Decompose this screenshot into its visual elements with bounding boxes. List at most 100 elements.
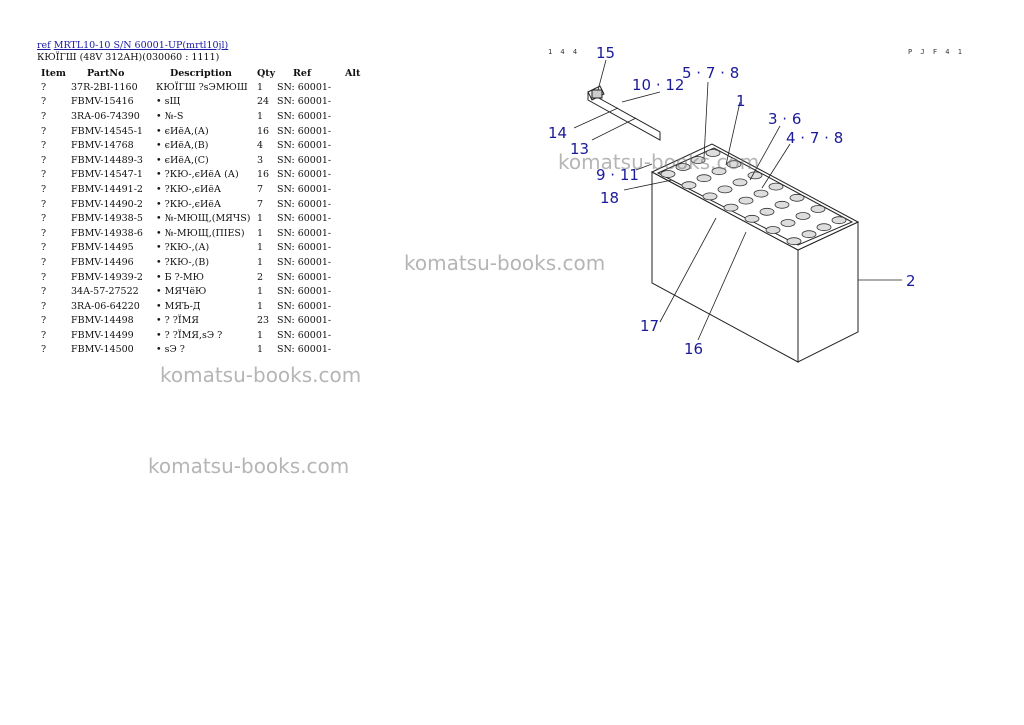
row-partno: FBMV-14498 <box>71 315 134 327</box>
row-partno: FBMV-14489-3 <box>71 154 143 166</box>
callout-13: 13 <box>570 140 589 158</box>
cell-terminal <box>801 230 817 239</box>
row-partno: FBMV-14495 <box>71 242 134 254</box>
row-qty: 23 <box>257 315 270 327</box>
row-ref: SN: 60001- <box>277 271 332 283</box>
row-alt <box>345 95 365 110</box>
col-alt: Alt <box>345 67 361 79</box>
row-description: • №-МЮЩ,(МЯЧS) <box>156 213 251 225</box>
row-description: • єИёА,(А) <box>156 125 209 137</box>
row-item: ? <box>41 96 47 108</box>
model-link[interactable]: MRTL10-10 S/N 60001-UP(mrtl10jl) <box>53 40 229 51</box>
row-qty: 1 <box>257 256 264 268</box>
col-ref: Ref <box>293 67 312 79</box>
callout-18: 18 <box>600 189 619 207</box>
cell-terminal <box>711 167 727 176</box>
row-ref: SN: 60001- <box>277 169 332 181</box>
row-item: ? <box>41 110 47 122</box>
row-description: • ? ?ЇМЯ <box>156 315 199 327</box>
row-item: ? <box>41 227 47 239</box>
cell-terminal <box>786 237 802 246</box>
row-ref: SN: 60001- <box>277 242 332 254</box>
row-alt <box>345 270 365 285</box>
row-description: • sЭ ? <box>156 344 185 356</box>
row-qty: 1 <box>257 329 264 341</box>
ref-link[interactable]: ref <box>37 40 51 51</box>
cell-terminal <box>789 193 805 202</box>
cell-terminal <box>702 192 718 201</box>
cell-terminal <box>738 196 754 205</box>
callout-10-12: 10 · 12 <box>632 76 684 94</box>
callout-4-7-8: 4 · 7 · 8 <box>786 129 843 147</box>
table-row: ? FBMV-14939-2 • Б ?-МЮ 2 SN: 60001- <box>37 270 365 285</box>
row-ref: SN: 60001- <box>277 256 332 268</box>
cell-terminal <box>705 149 721 157</box>
row-description: • єИёА,(В) <box>156 140 209 152</box>
row-partno: FBMV-14939-2 <box>71 271 143 283</box>
row-partno: FBMV-14547-1 <box>71 169 143 181</box>
row-description: • єИёА,(С) <box>156 154 209 166</box>
row-ref: SN: 60001- <box>277 344 332 356</box>
row-description: • №-S <box>156 110 184 122</box>
row-description: • ?КЮ-,єИёА <box>156 183 222 195</box>
row-item: ? <box>41 344 47 356</box>
cell-terminal <box>774 200 790 209</box>
callout-9-11: 9 · 11 <box>596 166 639 184</box>
row-description: • ?КЮ-,єИёА (А) <box>156 169 239 181</box>
row-partno: FBMV-14768 <box>71 140 134 152</box>
cell-terminal <box>765 226 781 234</box>
row-ref: SN: 60001- <box>277 286 332 298</box>
cell-terminal <box>690 156 706 164</box>
row-description: • ?КЮ-,(А) <box>156 242 210 254</box>
row-description: • ?КЮ-,єИёА <box>156 198 222 210</box>
table-row: ? FBMV-14489-3 • єИёА,(С) 3 SN: 60001- <box>37 153 365 168</box>
callout-14: 14 <box>548 124 567 142</box>
row-qty: 3 <box>257 154 264 166</box>
row-partno: FBMV-15416 <box>71 96 134 108</box>
row-alt <box>345 197 365 212</box>
row-item: ? <box>41 271 47 283</box>
row-alt <box>345 109 365 124</box>
row-item: ? <box>41 154 47 166</box>
row-ref: SN: 60001- <box>277 125 332 137</box>
parts-table: Item PartNo Description Qty Ref Alt ?37R… <box>37 66 365 357</box>
page-code-right: P J F 4 1 <box>908 48 964 56</box>
row-ref: SN: 60001- <box>277 315 332 327</box>
row-ref: SN: 60001- <box>277 140 332 152</box>
row-description: • Б ?-МЮ <box>156 271 204 283</box>
row-ref: SN: 60001- <box>277 300 332 312</box>
row-ref: SN: 60001- <box>277 198 332 210</box>
cell-terminal <box>795 212 811 220</box>
row-alt <box>345 168 365 183</box>
row-alt <box>345 314 365 329</box>
row-qty: 1 <box>257 300 264 312</box>
cell-terminal <box>732 178 748 187</box>
row-ref: SN: 60001- <box>277 154 332 166</box>
row-partno: 34A-57-27522 <box>71 286 139 298</box>
row-qty: 7 <box>257 183 264 195</box>
cell-terminal <box>753 189 769 198</box>
row-alt <box>345 211 365 226</box>
cell-terminal <box>660 170 676 178</box>
row-description: КЮЇГШ ?sЭМЮШ <box>156 81 248 93</box>
cell-terminal <box>696 174 712 183</box>
callout-15: 15 <box>596 44 615 62</box>
row-ref: SN: 60001- <box>277 183 332 195</box>
row-alt <box>345 182 365 197</box>
row-description: • ? ?ЇМЯ,sЭ ? <box>156 329 223 341</box>
cell-terminal <box>816 223 832 232</box>
cell-terminal <box>780 219 796 227</box>
row-description: • №-МЮЩ,(ПIES) <box>156 227 245 239</box>
row-qty: 2 <box>257 271 264 283</box>
col-qty: Qty <box>257 67 276 79</box>
